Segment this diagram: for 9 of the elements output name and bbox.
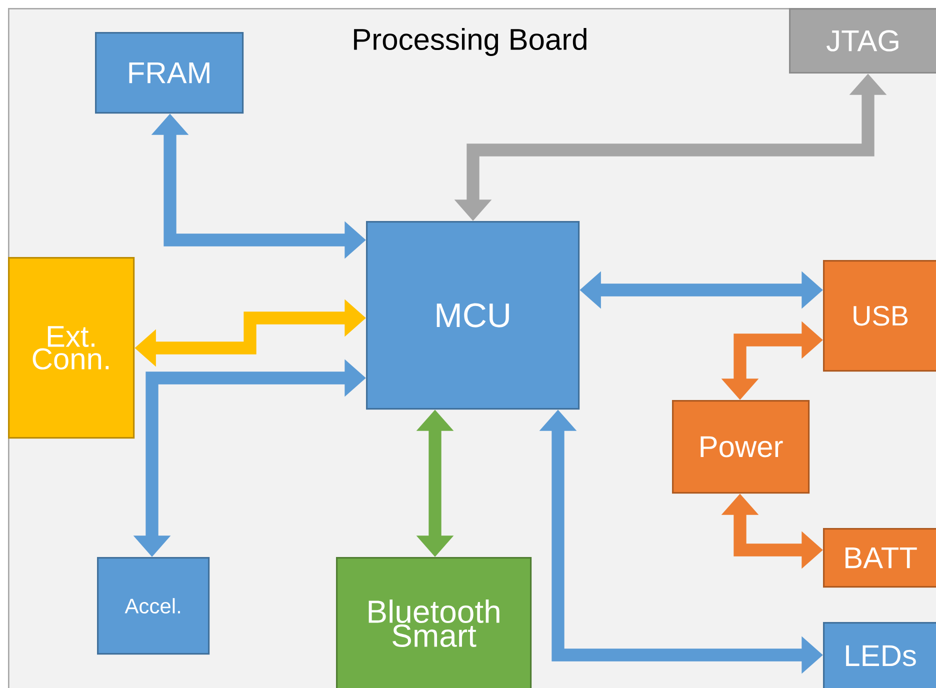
component-box: Power (672, 400, 810, 494)
component-box: USB (823, 260, 936, 372)
component-box: MCU (366, 221, 580, 410)
component-box: FRAM (95, 32, 244, 114)
component-box: Ext. Conn. (8, 257, 135, 439)
component-box: Accel. (97, 557, 210, 655)
component-box: Bluetooth Smart (336, 557, 532, 688)
component-box: LEDs (823, 622, 936, 688)
component-box: JTAG (789, 8, 936, 74)
